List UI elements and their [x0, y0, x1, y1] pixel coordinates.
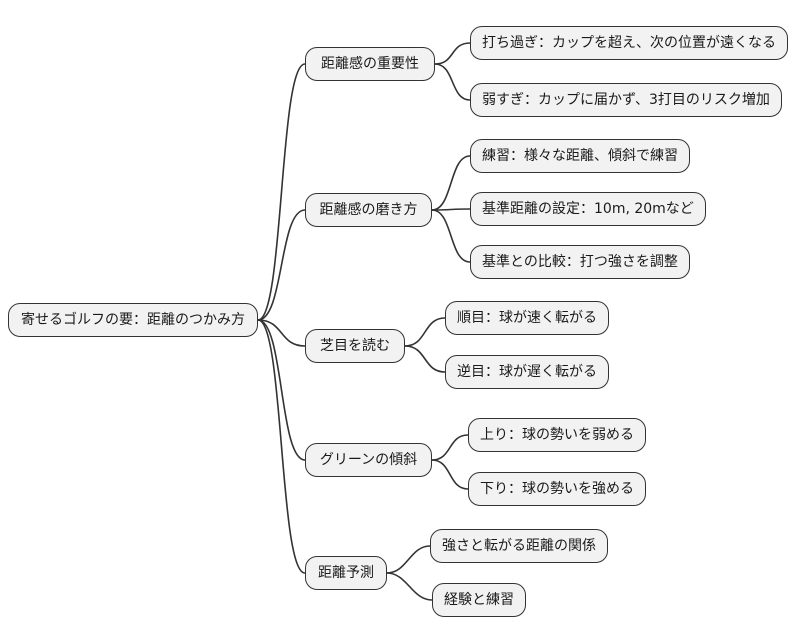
- leaf-node-strength-roll-relation: 強さと転がる距離の関係: [430, 529, 608, 563]
- connector: [404, 345, 446, 373]
- connector: [257, 319, 306, 347]
- connector: [386, 545, 431, 574]
- connector: [257, 319, 306, 461]
- connector: [257, 63, 306, 321]
- connector: [386, 572, 433, 601]
- connector: [431, 209, 471, 263]
- connector: [434, 42, 471, 65]
- root-node: 寄せるゴルフの要：距離のつかみ方: [8, 303, 258, 337]
- leaf-node-downhill: 下り：球の勢いを強める: [468, 472, 646, 506]
- branch-node-distance-prediction: 距離予測: [305, 556, 387, 590]
- connector: [431, 155, 471, 211]
- connector: [404, 317, 446, 347]
- leaf-node-experience-practice: 経験と練習: [432, 583, 526, 617]
- branch-node-distance-importance: 距離感の重要性: [305, 47, 435, 81]
- branch-node-reading-grain: 芝目を読む: [305, 329, 405, 363]
- connector: [257, 209, 306, 321]
- connector: [434, 63, 471, 101]
- connector: [431, 459, 469, 490]
- leaf-node-practice: 練習：様々な距離、傾斜で練習: [470, 139, 690, 173]
- branch-node-distance-training: 距離感の磨き方: [305, 193, 432, 227]
- connector: [257, 319, 306, 574]
- leaf-node-overshoot: 打ち過ぎ：カップを超え、次の位置が遠くなる: [470, 26, 788, 60]
- connector: [431, 208, 471, 211]
- leaf-node-against-grain: 逆目：球が遅く転がる: [445, 355, 609, 389]
- leaf-node-undershoot: 弱すぎ：カップに届かず、3打目のリスク増加: [470, 83, 782, 117]
- branch-node-green-slope: グリーンの傾斜: [305, 443, 432, 477]
- connector: [431, 434, 469, 461]
- leaf-node-down-grain: 順目：球が速く転がる: [445, 301, 609, 335]
- leaf-node-uphill: 上り：球の勢いを弱める: [468, 418, 646, 452]
- leaf-node-compare-reference: 基準との比較：打つ強さを調整: [470, 245, 690, 279]
- leaf-node-reference-distance: 基準距離の設定：10m, 20mなど: [470, 192, 706, 226]
